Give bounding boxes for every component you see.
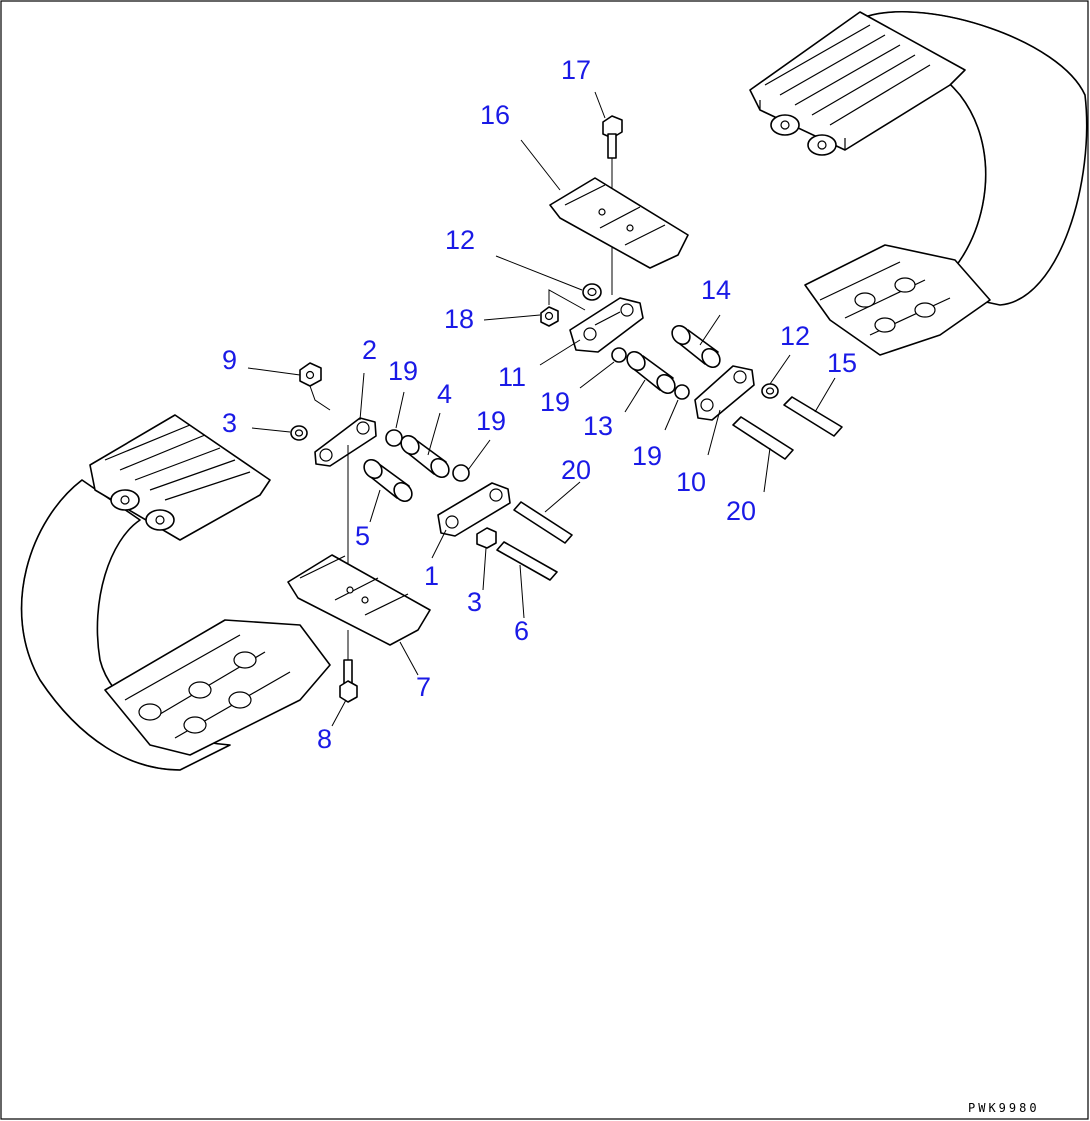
callout-19: 19 xyxy=(388,356,418,386)
callout-5: 5 xyxy=(355,521,370,551)
washer-3-left xyxy=(290,425,308,441)
bushing-5 xyxy=(363,458,413,503)
callout-3: 3 xyxy=(222,408,237,438)
bushing-13 xyxy=(626,350,676,395)
callout-8: 8 xyxy=(317,724,332,754)
callout-19: 19 xyxy=(632,441,662,471)
callout-14: 14 xyxy=(701,275,731,305)
callout-1: 1 xyxy=(424,561,439,591)
callout-3: 3 xyxy=(467,587,482,617)
collar-19-right xyxy=(674,384,690,400)
callout-7: 7 xyxy=(416,672,431,702)
callout-15: 15 xyxy=(827,348,857,378)
link-1 xyxy=(437,482,511,537)
track-upper-right xyxy=(749,11,1088,356)
callout-11: 11 xyxy=(498,362,526,392)
nut-3-center xyxy=(476,527,497,549)
bushing-4 xyxy=(400,434,450,479)
collar-19-upper xyxy=(611,347,627,363)
bushing-14 xyxy=(671,324,721,369)
callout-20: 20 xyxy=(561,455,591,485)
collar-19-left xyxy=(385,429,403,447)
drawing-code: PWK9980 xyxy=(968,1101,1040,1115)
callout-17: 17 xyxy=(561,55,591,85)
pin-20-right xyxy=(732,416,794,460)
pin-15 xyxy=(783,396,843,437)
callout-12: 12 xyxy=(445,225,475,255)
nut-12-upper xyxy=(582,283,602,301)
collar-19-center xyxy=(452,464,470,482)
callout-labels: 17 16 12 18 14 12 15 9 2 19 11 3 4 19 19… xyxy=(222,55,857,754)
callout-2: 2 xyxy=(362,335,377,365)
leader-lines xyxy=(247,91,836,727)
track-lower-left xyxy=(20,414,331,771)
callout-16: 16 xyxy=(480,100,510,130)
callout-19: 19 xyxy=(476,406,506,436)
nut-9 xyxy=(299,362,322,387)
nut-12-right xyxy=(761,383,779,399)
bolt-8 xyxy=(339,630,358,703)
link-11 xyxy=(569,297,644,353)
callout-12: 12 xyxy=(780,321,810,351)
callout-4: 4 xyxy=(437,379,452,409)
pin-20-left xyxy=(513,501,573,544)
link-10 xyxy=(694,365,755,421)
callout-13: 13 xyxy=(583,411,613,441)
callout-19: 19 xyxy=(540,387,570,417)
shoe-16 xyxy=(549,177,689,269)
pin-6 xyxy=(496,541,558,581)
callout-20: 20 xyxy=(726,496,756,526)
shoe-7 xyxy=(287,554,431,646)
callout-6: 6 xyxy=(514,616,529,646)
callout-18: 18 xyxy=(444,304,474,334)
callout-9: 9 xyxy=(222,345,237,375)
nut-18 xyxy=(540,306,559,327)
callout-10: 10 xyxy=(676,467,706,497)
